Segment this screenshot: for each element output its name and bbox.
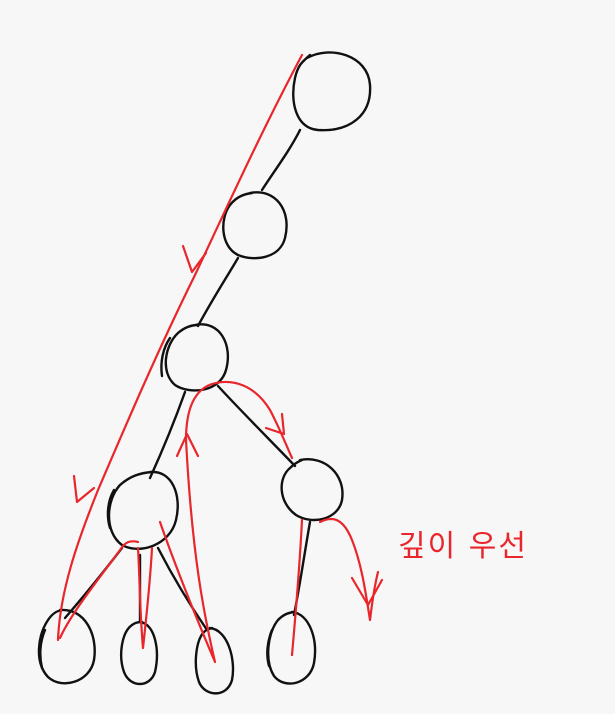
tree-node-leaf-3 bbox=[194, 626, 235, 695]
tree-node-level1 bbox=[222, 191, 288, 260]
tree-node-leaf-1-overdraw bbox=[39, 628, 47, 670]
tree-node-level3-right bbox=[280, 458, 344, 522]
tree-node-leaf-2 bbox=[120, 620, 159, 686]
tree-node-level2 bbox=[164, 323, 229, 392]
caption-label: 깊이 우선 bbox=[398, 529, 528, 564]
tree-node-root bbox=[292, 51, 372, 132]
arrowhead-upper bbox=[181, 244, 208, 274]
trace-over-node2 bbox=[184, 380, 294, 460]
trace-descent-line bbox=[56, 53, 304, 642]
tree-node-level3-left bbox=[107, 470, 179, 550]
tree-node-leaf-4-overdraw bbox=[266, 628, 274, 668]
tree-node-level3-left-overdraw bbox=[106, 488, 116, 530]
tree-edges bbox=[63, 128, 312, 632]
trace-node4-down bbox=[290, 518, 304, 657]
tree-node-leaf-4 bbox=[267, 610, 317, 685]
arrowhead-final bbox=[350, 576, 384, 607]
trace-leaf2-loop bbox=[136, 546, 154, 650]
edge-n2-n4 bbox=[216, 384, 297, 468]
edge-n3-leaf3 bbox=[156, 546, 209, 632]
edge-n1-n2 bbox=[196, 256, 240, 328]
trace-leaf3-loop bbox=[158, 438, 217, 664]
tree-node-level2-overdraw bbox=[160, 336, 172, 378]
trace-leaf1-return bbox=[58, 540, 140, 640]
tree-nodes bbox=[37, 51, 372, 695]
trace-final-loop bbox=[318, 517, 380, 622]
dfs-trace bbox=[56, 53, 384, 664]
tree-node-leaf-1 bbox=[37, 608, 96, 685]
arrowhead-lower bbox=[72, 474, 96, 504]
edge-root-n1 bbox=[260, 128, 302, 192]
edge-n2-n3 bbox=[148, 390, 187, 480]
arrowhead-right bbox=[264, 412, 286, 436]
